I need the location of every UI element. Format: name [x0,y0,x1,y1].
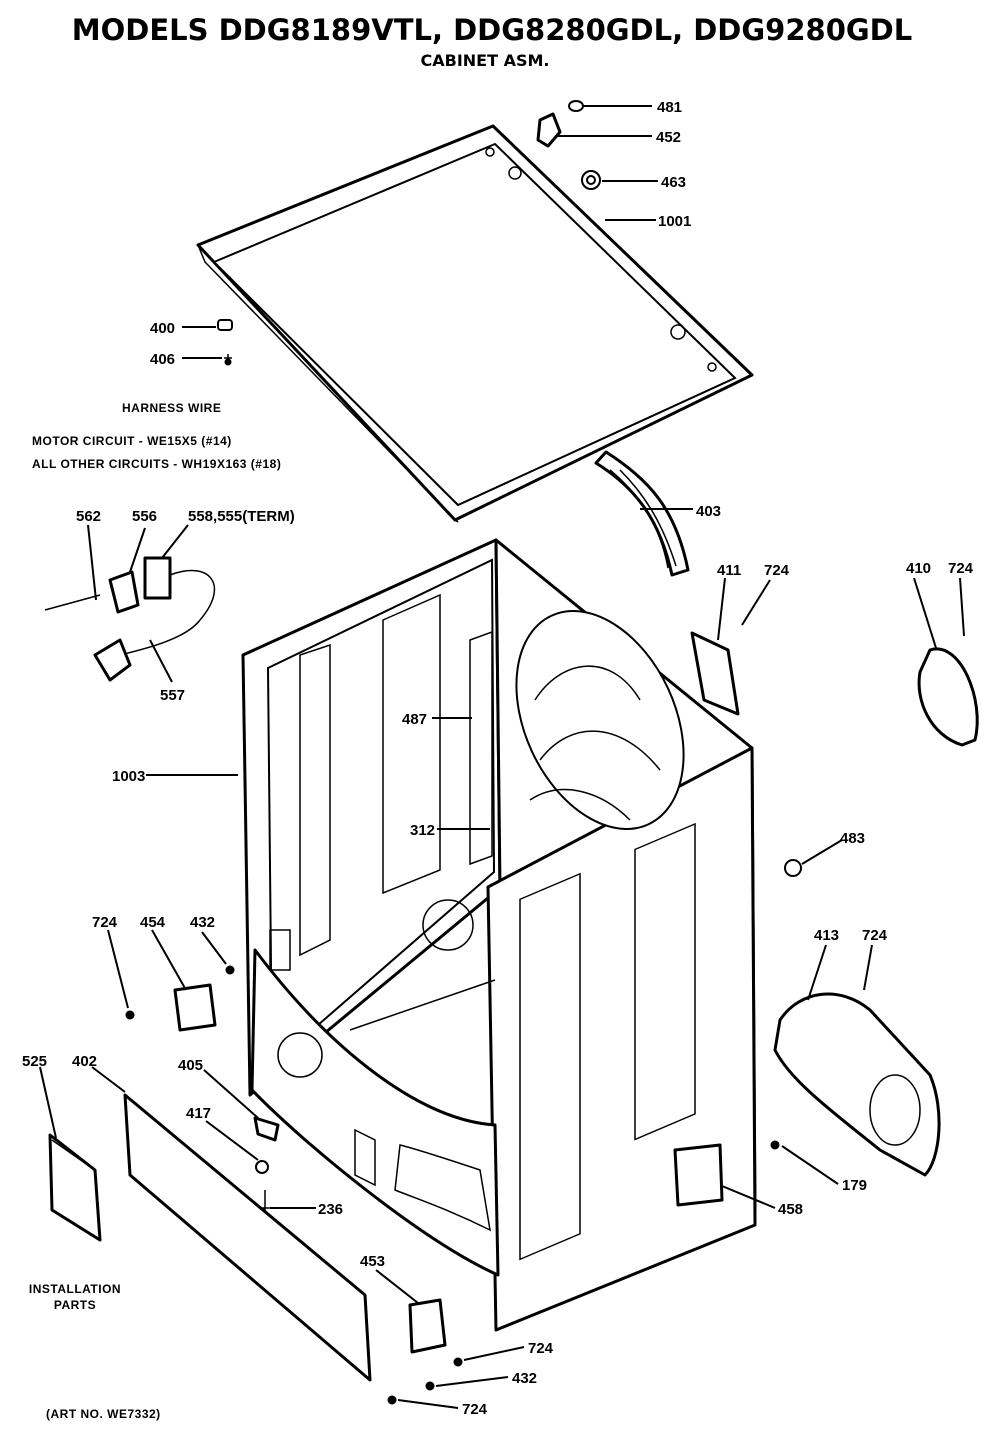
callout-557: 557 [160,687,185,704]
callout-432-a: 432 [190,914,215,931]
callout-724-c: 724 [92,914,118,931]
art-number: (ART NO. WE7332) [46,1407,161,1421]
leader-lines [39,105,965,1409]
page-subtitle: CABINET ASM. [421,51,550,70]
callout-403: 403 [696,503,721,520]
callout-179: 179 [842,1177,867,1194]
callout-406: 406 [150,351,175,368]
callout-1001: 1001 [658,213,691,230]
callout-labels: 481 452 463 1001 400 406 403 562 556 558… [22,99,974,1418]
callout-413: 413 [814,927,839,944]
callout-236: 236 [318,1201,343,1218]
callout-400: 400 [150,320,175,337]
callout-556: 556 [132,508,157,525]
harness-motor-circuit: MOTOR CIRCUIT - WE15X5 (#14) [32,434,232,448]
top-panel [196,124,754,523]
harness-heading: HARNESS WIRE [122,401,221,415]
callout-405: 405 [178,1057,203,1074]
callout-463: 463 [661,174,686,191]
callout-481: 481 [657,99,682,116]
callout-312: 312 [410,822,435,839]
callout-724-e: 724 [528,1340,554,1357]
callout-724-f: 724 [462,1401,488,1418]
callout-558-555: 558,555(TERM) [188,508,295,525]
callout-453: 453 [360,1253,385,1270]
callout-487: 487 [402,711,427,728]
side-access-panels [690,631,979,1177]
left-hardware [44,556,235,1032]
callout-402: 402 [72,1053,97,1070]
callout-411: 411 [717,562,741,579]
harness-other-circuits: ALL OTHER CIRCUITS - WH19X163 (#18) [32,457,281,471]
callout-454: 454 [140,914,166,931]
callout-525: 525 [22,1053,47,1070]
installation-parts-line1: INSTALLATION [29,1282,121,1296]
callout-417: 417 [186,1105,211,1122]
lower-parts [48,1093,780,1405]
callout-724-d: 724 [862,927,888,944]
callout-483: 483 [840,830,865,847]
callout-1003: 1003 [112,768,145,785]
callout-452: 452 [656,129,681,146]
installation-parts-line2: PARTS [54,1298,96,1312]
callout-458: 458 [778,1201,803,1218]
exhaust-duct [594,450,690,577]
callout-562: 562 [76,508,101,525]
callout-724-a: 724 [764,562,790,579]
callout-410: 410 [906,560,931,577]
page-title: MODELS DDG8189VTL, DDG8280GDL, DDG9280GD… [72,13,912,47]
cabinet-body [241,538,757,1332]
callout-724-b: 724 [948,560,974,577]
callout-432-b: 432 [512,1370,537,1387]
